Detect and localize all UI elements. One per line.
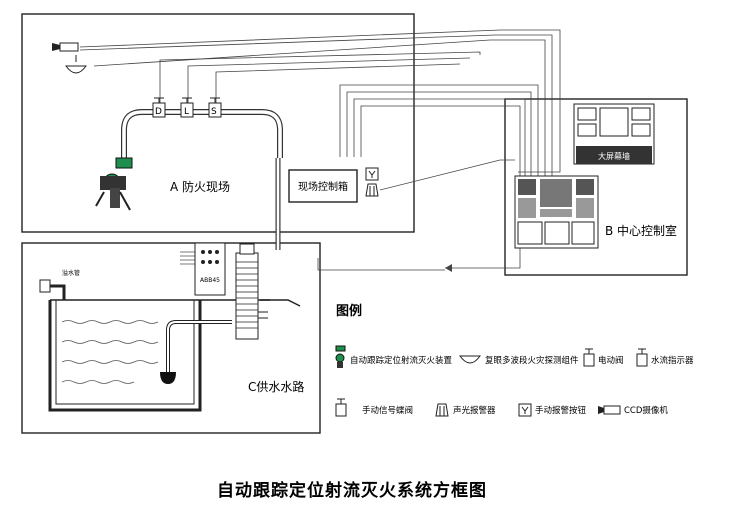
legend-item-4: 手动信号蝶阀 xyxy=(362,405,413,416)
foot-valve xyxy=(160,372,176,384)
zone-a-box xyxy=(21,13,415,233)
alarm-icon xyxy=(435,403,449,417)
overflow-label: 溢水管 xyxy=(62,269,80,277)
valve-s-label: S xyxy=(211,107,217,117)
field-controller-label: 现场控制箱 xyxy=(298,180,348,193)
main-pipe xyxy=(121,109,283,160)
overflow-pipe xyxy=(39,279,66,300)
field-controller-box xyxy=(288,169,358,203)
zone-c-label: C供水水路 xyxy=(248,379,304,394)
zone-c-box xyxy=(21,242,321,434)
control-console xyxy=(514,175,599,249)
valve-s xyxy=(208,97,222,118)
legend-item-5: 声光报警器 xyxy=(453,405,496,416)
cannon-icon xyxy=(335,345,346,368)
zone-b-label: B 中心控制室 xyxy=(605,223,677,238)
flow-indicator-icon xyxy=(636,348,648,367)
legend-item-3: 水流指示器 xyxy=(651,355,694,366)
manual-button-icon xyxy=(518,403,532,417)
camera-icon xyxy=(598,405,621,415)
valve-l xyxy=(180,97,194,118)
pump-control-cabinet xyxy=(180,242,226,296)
motor-valve-icon xyxy=(583,348,595,367)
diagram-caption: 自动跟踪定位射流灭火系统方框图 xyxy=(217,480,487,501)
legend-title: 图例 xyxy=(336,303,362,319)
pump-box-label: ABB45 xyxy=(200,277,220,284)
ccd-camera xyxy=(52,42,79,52)
valve-l-label: L xyxy=(184,107,189,117)
pump-unit xyxy=(235,243,268,340)
legend-item-6: 手动报警按钮 xyxy=(535,405,587,416)
legend-item-0: 自动跟踪定位射流灭火装置 xyxy=(350,355,453,366)
valve-d-label: D xyxy=(155,107,162,117)
valve-d xyxy=(152,97,166,118)
zone-a-label: A 防火现场 xyxy=(170,179,230,194)
big-screen-label: 大屏幕墙 xyxy=(598,151,630,161)
legend-item-7: CCD摄像机 xyxy=(624,405,668,416)
dome-detector xyxy=(65,55,87,74)
signal-lines xyxy=(79,29,561,271)
water-cannon xyxy=(95,157,133,211)
sound-light-alarm xyxy=(365,183,379,197)
big-screen-wall xyxy=(573,103,655,165)
legend-item-1: 复眼多波段火灾探测组件 xyxy=(485,355,579,366)
manual-alarm-button xyxy=(365,167,379,181)
water-waves xyxy=(61,320,159,384)
legend-item-2: 电动阀 xyxy=(598,355,624,366)
zone-b-box xyxy=(504,98,688,276)
signal-valve-icon xyxy=(335,398,347,417)
arrow-to-left xyxy=(445,264,452,272)
water-tank xyxy=(48,300,202,412)
detector-icon xyxy=(459,355,481,364)
